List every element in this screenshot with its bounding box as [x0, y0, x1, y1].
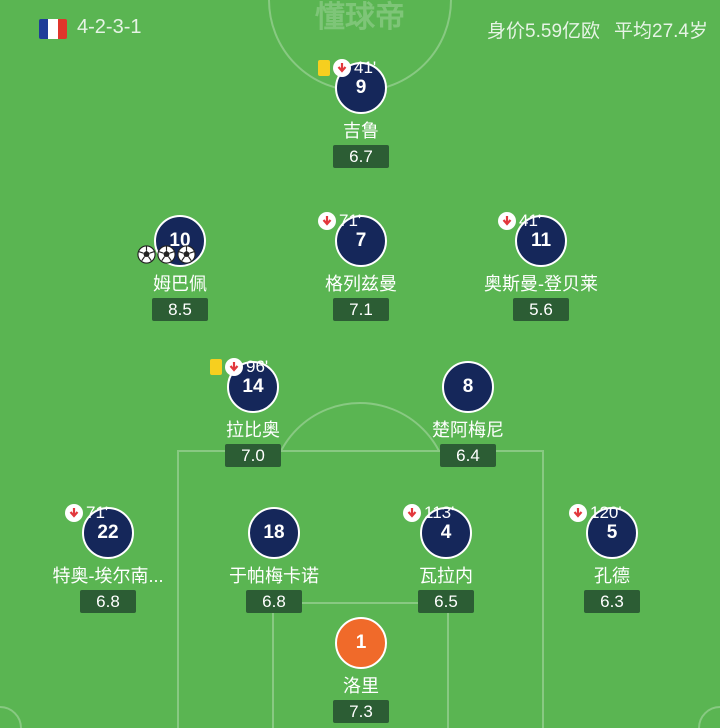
sub-minute: 71'	[339, 211, 362, 230]
player-events: 71'	[318, 211, 361, 231]
player-number: 22	[82, 507, 134, 559]
sub-out-icon	[569, 504, 587, 522]
player-name: 于帕梅卡诺	[229, 566, 319, 586]
player-name: 奥斯曼-登贝莱	[484, 274, 598, 294]
corner-arc-right	[698, 706, 720, 728]
team-header: 4-2-3-1 身价5.59亿欧平均27.4岁	[0, 14, 720, 44]
formation: 4-2-3-1	[77, 16, 142, 38]
player-events: 113'	[403, 503, 454, 523]
player-rating: 6.7	[333, 145, 389, 168]
sub-minute: 41'	[519, 211, 542, 230]
player-rating: 5.6	[513, 298, 569, 321]
goals	[137, 245, 197, 264]
player-name: 孔德	[594, 566, 630, 586]
player-kounde[interactable]: 5 120' 孔德 6.3	[532, 503, 692, 613]
player-number: 4	[420, 507, 472, 559]
sub-out-icon	[403, 504, 421, 522]
player-theo-hernandez[interactable]: 22 71' 特奥-埃尔南... 6.8	[28, 503, 188, 613]
team-stats: 身价5.59亿欧平均27.4岁	[487, 16, 708, 43]
player-events: 120'	[569, 503, 622, 523]
sub-minute: 71'	[86, 503, 109, 522]
player-mbappe[interactable]: 10 姆巴佩 8.5	[100, 215, 260, 321]
player-rating: 6.4	[440, 444, 496, 467]
player-name: 格列兹曼	[325, 274, 397, 294]
market-value: 身价5.59亿欧	[487, 21, 601, 42]
sub-out-icon	[498, 212, 516, 230]
goal-ball-icon	[137, 245, 156, 264]
corner-arc-left	[0, 706, 22, 728]
average-age: 平均27.4岁	[614, 21, 708, 42]
sub-minute: 41'	[354, 58, 377, 77]
sub-out-icon	[318, 212, 336, 230]
player-giroud[interactable]: 9 41' 吉鲁 6.7	[281, 58, 441, 168]
yellow-card-icon	[210, 359, 222, 375]
player-name: 瓦拉内	[419, 566, 473, 586]
player-rabiot[interactable]: 14 96' 拉比奥 7.0	[173, 357, 333, 467]
player-name: 拉比奥	[226, 420, 280, 440]
player-rating: 7.0	[225, 444, 281, 467]
player-lloris[interactable]: 1 洛里 7.3	[281, 617, 441, 723]
player-name: 姆巴佩	[153, 274, 207, 294]
goal-ball-icon	[177, 245, 196, 264]
player-tchouameni[interactable]: 8 楚阿梅尼 6.4	[388, 361, 548, 467]
player-events: 41'	[498, 211, 541, 231]
player-number: 5	[586, 507, 638, 559]
player-events: 96'	[210, 357, 268, 377]
player-name: 洛里	[343, 676, 379, 696]
player-number: 7	[335, 215, 387, 267]
player-events: 41'	[318, 58, 376, 78]
player-rating: 8.5	[152, 298, 208, 321]
sub-minute: 96'	[246, 357, 269, 376]
penalty-box	[177, 450, 544, 728]
player-name: 楚阿梅尼	[432, 420, 504, 440]
player-rating: 6.8	[246, 590, 302, 613]
player-dembele[interactable]: 11 41' 奥斯曼-登贝莱 5.6	[461, 211, 621, 321]
player-upamecano[interactable]: 18 于帕梅卡诺 6.8	[194, 507, 354, 613]
goal-ball-icon	[157, 245, 176, 264]
player-number: 11	[515, 215, 567, 267]
player-rating: 6.8	[80, 590, 136, 613]
sub-out-icon	[333, 59, 351, 77]
goal-box	[272, 602, 449, 728]
player-varane[interactable]: 4 113' 瓦拉内 6.5	[366, 503, 526, 613]
player-rating: 7.3	[333, 700, 389, 723]
player-number: 9	[335, 62, 387, 114]
player-number: 1	[335, 617, 387, 669]
sub-minute: 113'	[424, 503, 455, 522]
watermark: 懂球帝	[315, 1, 405, 34]
player-rating: 6.5	[418, 590, 474, 613]
sub-out-icon	[225, 358, 243, 376]
sub-minute: 120'	[590, 503, 622, 522]
sub-out-icon	[65, 504, 83, 522]
player-events: 71'	[65, 503, 108, 523]
player-number: 18	[248, 507, 300, 559]
france-flag-icon	[39, 19, 67, 39]
yellow-card-icon	[318, 60, 330, 76]
player-rating: 7.1	[333, 298, 389, 321]
player-name: 吉鲁	[343, 121, 379, 141]
player-griezmann[interactable]: 7 71' 格列兹曼 7.1	[281, 211, 441, 321]
player-name: 特奥-埃尔南...	[52, 566, 164, 586]
player-rating: 6.3	[584, 590, 640, 613]
player-number: 8	[442, 361, 494, 413]
